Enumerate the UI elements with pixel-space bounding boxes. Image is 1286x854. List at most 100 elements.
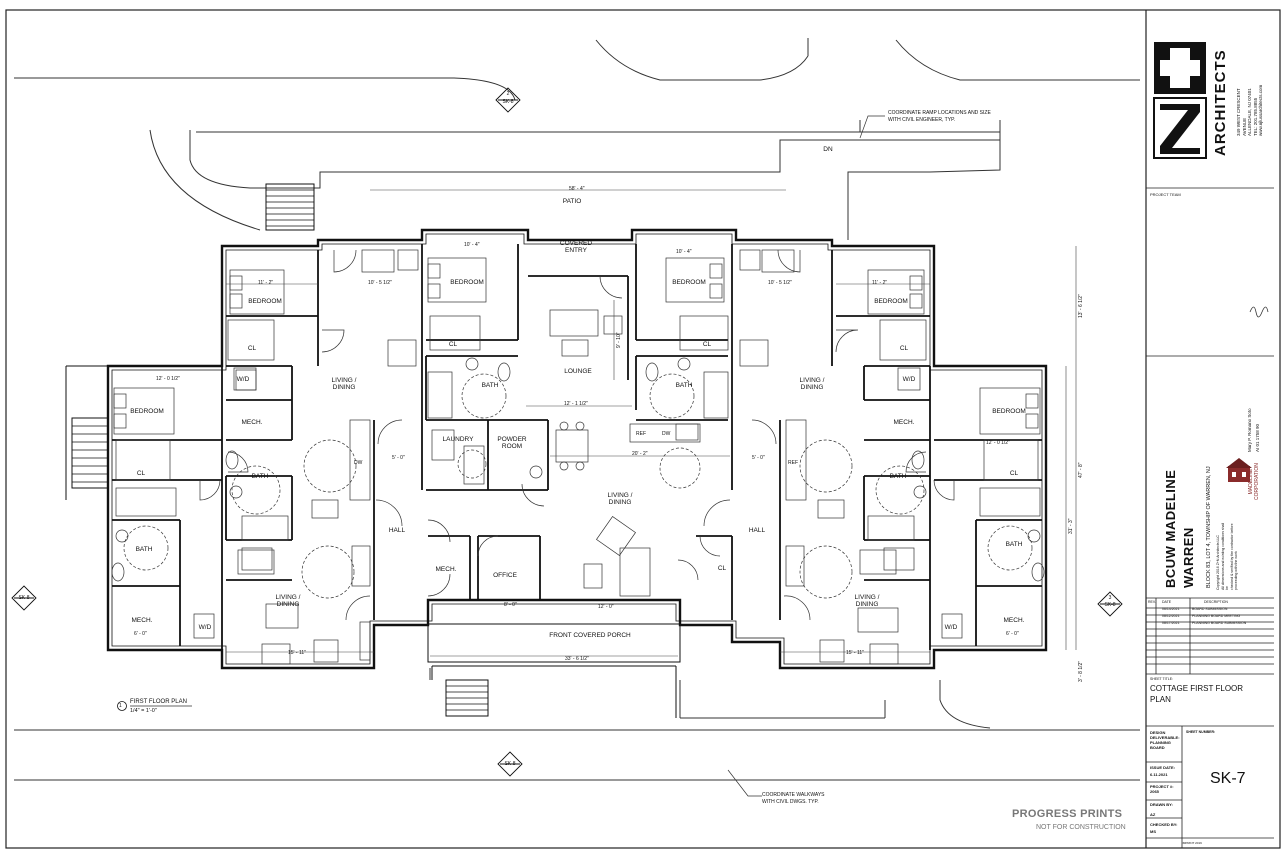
section-sheet-ref: SK-8 <box>504 761 516 767</box>
project-number-label: PROJECT #: <box>1150 784 1174 789</box>
door-swings <box>199 249 955 621</box>
developer-name: MADELINE CORPORATION <box>1248 463 1260 500</box>
interior-walls <box>112 244 1042 650</box>
drawn-by: AZ <box>1150 812 1156 817</box>
dim-hall: 5' - 0" <box>752 455 765 461</box>
drawn-by-label: DRAWN BY: <box>1150 802 1173 807</box>
section-marker-right-num: 3 <box>1100 591 1120 605</box>
room-hall: HALL <box>388 527 406 534</box>
note-leaders <box>130 115 885 797</box>
appliance-dw: DW <box>354 460 363 466</box>
note-walkways: COORDINATE WALKWAYS WITH CIVIL DWGS. TYP… <box>762 792 825 805</box>
room-closet: CL <box>1009 470 1019 477</box>
dim-living-width: 15' - 11" <box>288 650 306 656</box>
room-mech: MECH. <box>1003 617 1025 624</box>
project-number: 2065 <box>1150 789 1159 794</box>
dim-mech: 6' - 0" <box>1006 631 1019 637</box>
checked-by: MS <box>1150 829 1156 834</box>
dim-wing-width: 12' - 0 1/2" <box>156 376 180 382</box>
revision-date: 08/17/2021 <box>1162 621 1180 625</box>
section-sheet-ref: SK-8 <box>1104 602 1116 608</box>
dim-living-center: 20' - 2" <box>632 451 648 457</box>
dim-living-depth: 12' - 0" <box>598 604 614 610</box>
room-living-dining: LIVING / DINING <box>275 594 301 608</box>
revisions-header-date: DATE <box>1162 600 1172 604</box>
site-linework <box>14 38 1140 781</box>
dim-lounge-depth: 9' - 10" <box>616 332 622 348</box>
sheet-title-label: SHEET TITLE: <box>1150 677 1174 681</box>
project-name: BCUW MADELINE WARREN <box>1163 469 1196 588</box>
room-bedroom: BEDROOM <box>248 298 282 305</box>
dim-overall-width: 58' - 4" <box>569 186 585 192</box>
ramp-down-label: DN <box>823 146 833 153</box>
section-marker-top-label: 2 <box>498 87 518 101</box>
room-front-covered-porch: FRONT COVERED PORCH <box>549 632 631 639</box>
dim-bedroom-width: 10' - 4" <box>464 242 480 248</box>
room-living-dining: LIVING / DINING <box>854 594 880 608</box>
room-bedroom: BEDROOM <box>130 408 164 415</box>
dim-wing-width: 12' - 0 1/2" <box>986 440 1010 446</box>
room-closet: CL <box>136 470 146 477</box>
exterior-walls <box>106 228 1048 670</box>
section-number: 3 <box>1108 595 1112 601</box>
room-closet: CL <box>717 565 727 572</box>
room-bedroom: BEDROOM <box>450 279 484 286</box>
room-closet: CL <box>448 341 458 348</box>
laundry-washer-dryer: W/D <box>198 624 212 631</box>
design-deliverable: PLANNING BOARD <box>1150 740 1171 750</box>
porch-and-stairs <box>65 183 681 718</box>
sheet-number-label: SHEET NUMBER: <box>1186 730 1216 734</box>
furniture <box>111 249 1045 665</box>
appliance-ref: REF <box>636 431 646 437</box>
revisions-header-description: DESCRIPTION <box>1204 600 1228 604</box>
revision-description: PLANNING BOARD MEETING <box>1192 614 1241 618</box>
note-ramp: COORDINATE RAMP LOCATIONS AND SIZE WITH … <box>888 110 991 123</box>
design-deliverable-label: DESIGN DELIVERABLE: <box>1150 730 1180 740</box>
dim-bedroom-width: 10' - 4" <box>676 249 692 255</box>
sheet-border <box>5 9 1281 849</box>
logo-mark <box>1153 42 1207 159</box>
drawing-title-marker <box>117 701 127 711</box>
dim-bedroom-depth: 11' - 2" <box>258 280 274 286</box>
dim-porch-depth: 3' - 8 1/2" <box>1078 660 1084 682</box>
footer-code: IMPRINT 2019 <box>1182 841 1202 845</box>
room-laundry: LAUNDRY <box>442 436 474 443</box>
issue-date-label: ISSUE DATE: <box>1150 765 1176 770</box>
section-marker-bottom <box>497 751 523 777</box>
section-marker-bottom-sheet: SK-8 <box>500 757 520 771</box>
firm-name: ARCHITECTS <box>1212 49 1229 156</box>
section-marker-top-sheet: SK-8 <box>498 95 518 109</box>
turning-circles <box>123 373 1033 599</box>
license-number: AI 01 1758 90 <box>1255 423 1260 452</box>
room-closet: CL <box>702 341 712 348</box>
room-mech: MECH. <box>435 566 457 573</box>
section-number: 2 <box>506 91 510 97</box>
developer-logo <box>1226 458 1252 482</box>
section-marker-right <box>1097 591 1123 617</box>
section-marker-right-sheet: SK-8 <box>1100 598 1120 612</box>
title-block <box>1146 42 1274 848</box>
section-marker-left-sheet: SK-8 <box>14 591 34 605</box>
revision-date: 08/12/2021 <box>1162 614 1180 618</box>
not-for-construction-stamp: NOT FOR CONSTRUCTION <box>1036 824 1126 831</box>
room-bedroom: BEDROOM <box>874 298 908 305</box>
room-bath: BATH <box>1005 541 1023 548</box>
dimension-lines <box>226 189 1077 657</box>
section-sheet-ref: SK-8 <box>18 595 30 601</box>
progress-prints-stamp: PROGRESS PRINTS <box>1012 808 1123 820</box>
room-closet: CL <box>247 345 257 352</box>
room-hall: HALL <box>748 527 766 534</box>
appliance-dw: DW <box>662 431 671 437</box>
room-closet: CL <box>899 345 909 352</box>
dim-office: 8' - 0" <box>504 602 517 608</box>
dim-unit-width: 10' - 5 1/2" <box>368 280 392 286</box>
issue-date: 6.11.2021 <box>1150 772 1168 777</box>
dim-lounge: 12' - 1 1/2" <box>564 401 588 407</box>
room-office: OFFICE <box>493 572 517 579</box>
dim-bedroom-depth: 11' - 2" <box>872 280 888 286</box>
dim-overall-depth: 47' - 8" <box>1078 462 1084 478</box>
dim-hall: 5' - 0" <box>392 455 405 461</box>
room-bath: BATH <box>675 382 693 389</box>
room-bedroom: BEDROOM <box>672 279 706 286</box>
sheet-title: COTTAGE FIRST FLOOR PLAN <box>1150 684 1244 704</box>
